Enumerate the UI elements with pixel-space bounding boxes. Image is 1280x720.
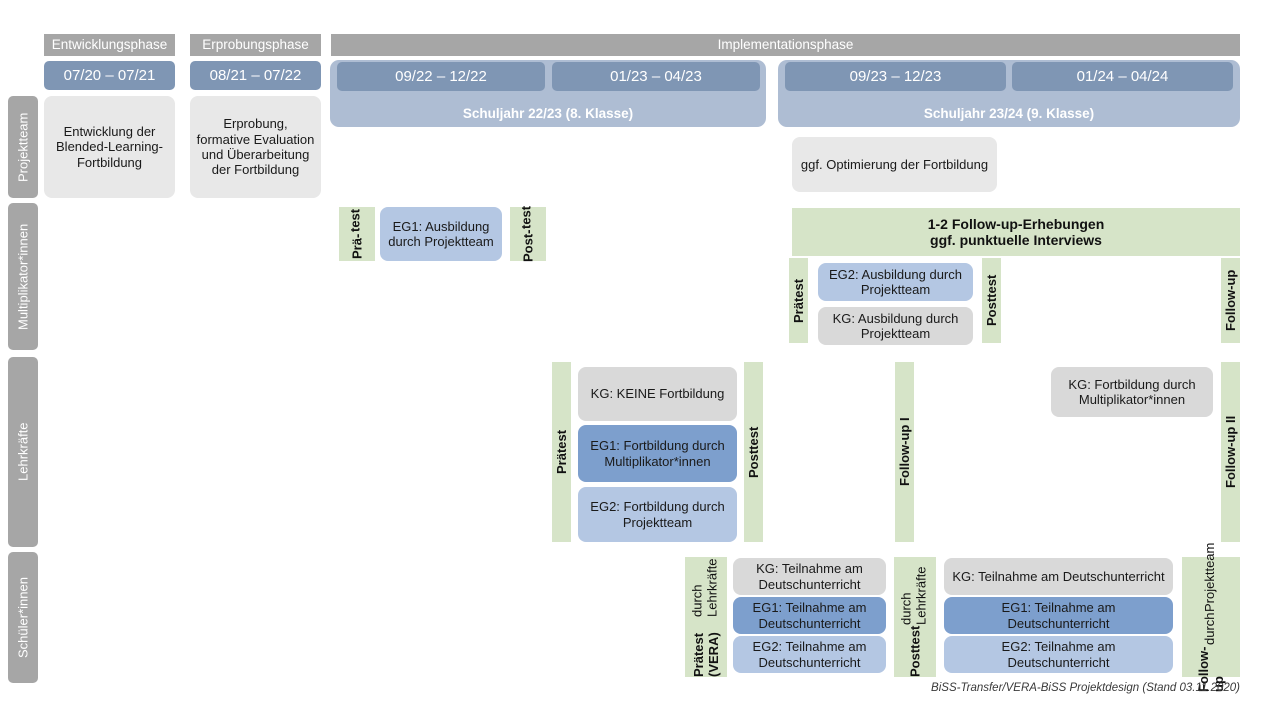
period-pill-0822: 08/21 – 07/22 xyxy=(190,61,321,90)
strip-praetest-line1: Prä- xyxy=(349,233,365,259)
strip-posttest2-text: Posttest xyxy=(984,274,999,327)
row-label-schuelerinnen: Schüler*innen xyxy=(8,552,38,683)
strip-praetest-vera-main: Prätest (VERA) xyxy=(691,632,721,677)
strip-posttest-schueler-main: Posttest xyxy=(907,625,923,677)
strip-posttest-line2: test xyxy=(518,205,534,229)
box-eg2-ausbildung-projektteam: EG2: Ausbildung durch Projektteam xyxy=(818,263,973,301)
box-entwicklung-fortbildung: Entwicklung der Blended-Learning-Fortbil… xyxy=(44,96,175,198)
school-year-label-2223: Schuljahr 22/23 (8. Klasse) xyxy=(462,106,634,121)
strip-praetest-vera-schueler: Prätest (VERA) durch Lehrkräfte xyxy=(685,557,727,677)
strip-posttest-lehrkraefte: Posttest xyxy=(744,362,763,542)
banner-followup-line1: 1-2 Follow-up-Erhebungen xyxy=(927,216,1105,232)
strip-followup-schueler-sub1: durch xyxy=(1202,612,1217,646)
row-label-multiplikatorinnen-text: Multiplikator*innen xyxy=(15,223,31,330)
strip-followup-multiplikatoren: Follow-up xyxy=(1221,258,1240,343)
row-label-multiplikatorinnen: Multiplikator*innen xyxy=(8,203,38,350)
box-erprobung-evaluation: Erprobung, formative Evaluation und Über… xyxy=(190,96,321,198)
strip-praetest-lehrkraefte: Prätest xyxy=(552,362,571,542)
period-pill-0721: 07/20 – 07/21 xyxy=(44,61,175,90)
school-year-label-2324: Schuljahr 23/24 (9. Klasse) xyxy=(923,106,1095,121)
row-label-schuelerinnen-text: Schüler*innen xyxy=(15,577,31,658)
strip-praetest-vera-sub: durch Lehrkräfte xyxy=(689,558,720,618)
banner-followup-line2: ggf. punktuelle Interviews xyxy=(930,232,1102,248)
box-eg2-teilnahme-deutschunterricht-2: EG2: Teilnahme am Deutschunterricht xyxy=(944,636,1173,673)
strip-praetest-line2: test xyxy=(347,209,363,233)
strip-followup-2-lehrkraefte: Follow-up II xyxy=(1221,362,1240,542)
strip-posttest-multiplikatoren: Post- test xyxy=(510,205,546,263)
box-eg1-teilnahme-deutschunterricht-1: EG1: Teilnahme am Deutschunterricht xyxy=(733,597,886,634)
footer-caption: BiSS-Transfer/VERA-BiSS Projektdesign (S… xyxy=(931,682,1240,694)
strip-followup-1-text: Follow-up I xyxy=(897,417,912,487)
box-eg2-teilnahme-deutschunterricht-1: EG2: Teilnahme am Deutschunterricht xyxy=(733,636,886,673)
strip-followup-mult-text: Follow-up xyxy=(1223,269,1238,332)
banner-followup-erhebungen: 1-2 Follow-up-Erhebungen ggf. punktuelle… xyxy=(792,208,1240,256)
strip-posttest-line1: Post- xyxy=(520,229,536,263)
box-eg1-teilnahme-deutschunterricht-2: EG1: Teilnahme am Deutschunterricht xyxy=(944,597,1173,634)
strip-posttest-schueler-sub: durch Lehrkräfte xyxy=(898,566,929,625)
strip-followup-1-lehrkraefte: Follow-up I xyxy=(895,362,914,542)
strip-followup-2-text: Follow-up II xyxy=(1223,415,1238,489)
strip-praetest-multiplikatoren: Prä- test xyxy=(339,207,375,261)
box-ggf-optimierung: ggf. Optimierung der Fortbildung xyxy=(792,137,997,192)
period-pill-0923: 09/23 – 12/23 xyxy=(785,62,1006,91)
box-kg-keine-fortbildung: KG: KEINE Fortbildung xyxy=(578,367,737,421)
box-eg1-fortbildung-multiplikatoren: EG1: Fortbildung durch Multiplikator*inn… xyxy=(578,425,737,482)
strip-praetest2-text: Prätest xyxy=(791,278,806,323)
period-pill-0124: 01/24 – 04/24 xyxy=(1012,62,1233,91)
box-kg-teilnahme-deutschunterricht-2: KG: Teilnahme am Deutschunterricht xyxy=(944,558,1173,595)
school-year-block-2324: 09/23 – 12/23 01/24 – 04/24 Schuljahr 23… xyxy=(778,60,1240,127)
school-year-block-2223: 09/22 – 12/22 01/23 – 04/23 Schuljahr 22… xyxy=(330,60,766,127)
period-pill-0922: 09/22 – 12/22 xyxy=(337,62,545,91)
strip-posttest-lehrkraefte-text: Posttest xyxy=(746,426,761,478)
phase-header-erprobungsphase: Erprobungsphase xyxy=(190,34,321,56)
strip-posttest-multiplikatoren-2: Posttest xyxy=(982,258,1001,343)
strip-followup-schueler: Follow-up durch Projektteam xyxy=(1182,542,1240,692)
box-kg-fortbildung-multiplikatoren: KG: Fortbildung durch Multiplikator*inne… xyxy=(1051,367,1213,417)
row-label-lehrkraefte: Lehrkräfte xyxy=(8,357,38,547)
strip-followup-schueler-sub2: Projektteam xyxy=(1202,542,1217,612)
box-kg-ausbildung-projektteam: KG: Ausbildung durch Projektteam xyxy=(818,307,973,345)
row-label-lehrkraefte-text: Lehrkräfte xyxy=(15,422,31,482)
box-eg2-fortbildung-projektteam: EG2: Fortbildung durch Projektteam xyxy=(578,487,737,542)
phase-header-entwicklungsphase: Entwicklungsphase xyxy=(44,34,175,56)
strip-praetest-lehrkraefte-text: Prätest xyxy=(554,429,569,475)
strip-posttest-schueler: Posttest durch Lehrkräfte xyxy=(894,557,936,677)
box-kg-teilnahme-deutschunterricht-1: KG: Teilnahme am Deutschunterricht xyxy=(733,558,886,595)
row-label-projektteam-text: Projektteam xyxy=(15,112,31,182)
box-eg1-ausbildung-projektteam: EG1: Ausbildung durch Projektteam xyxy=(380,207,502,261)
period-pill-0123: 01/23 – 04/23 xyxy=(552,62,760,91)
strip-praetest-multiplikatoren-2: Prätest xyxy=(789,258,808,343)
row-label-projektteam: Projektteam xyxy=(8,96,38,198)
phase-header-implementationsphase: Implementationsphase xyxy=(331,34,1240,56)
